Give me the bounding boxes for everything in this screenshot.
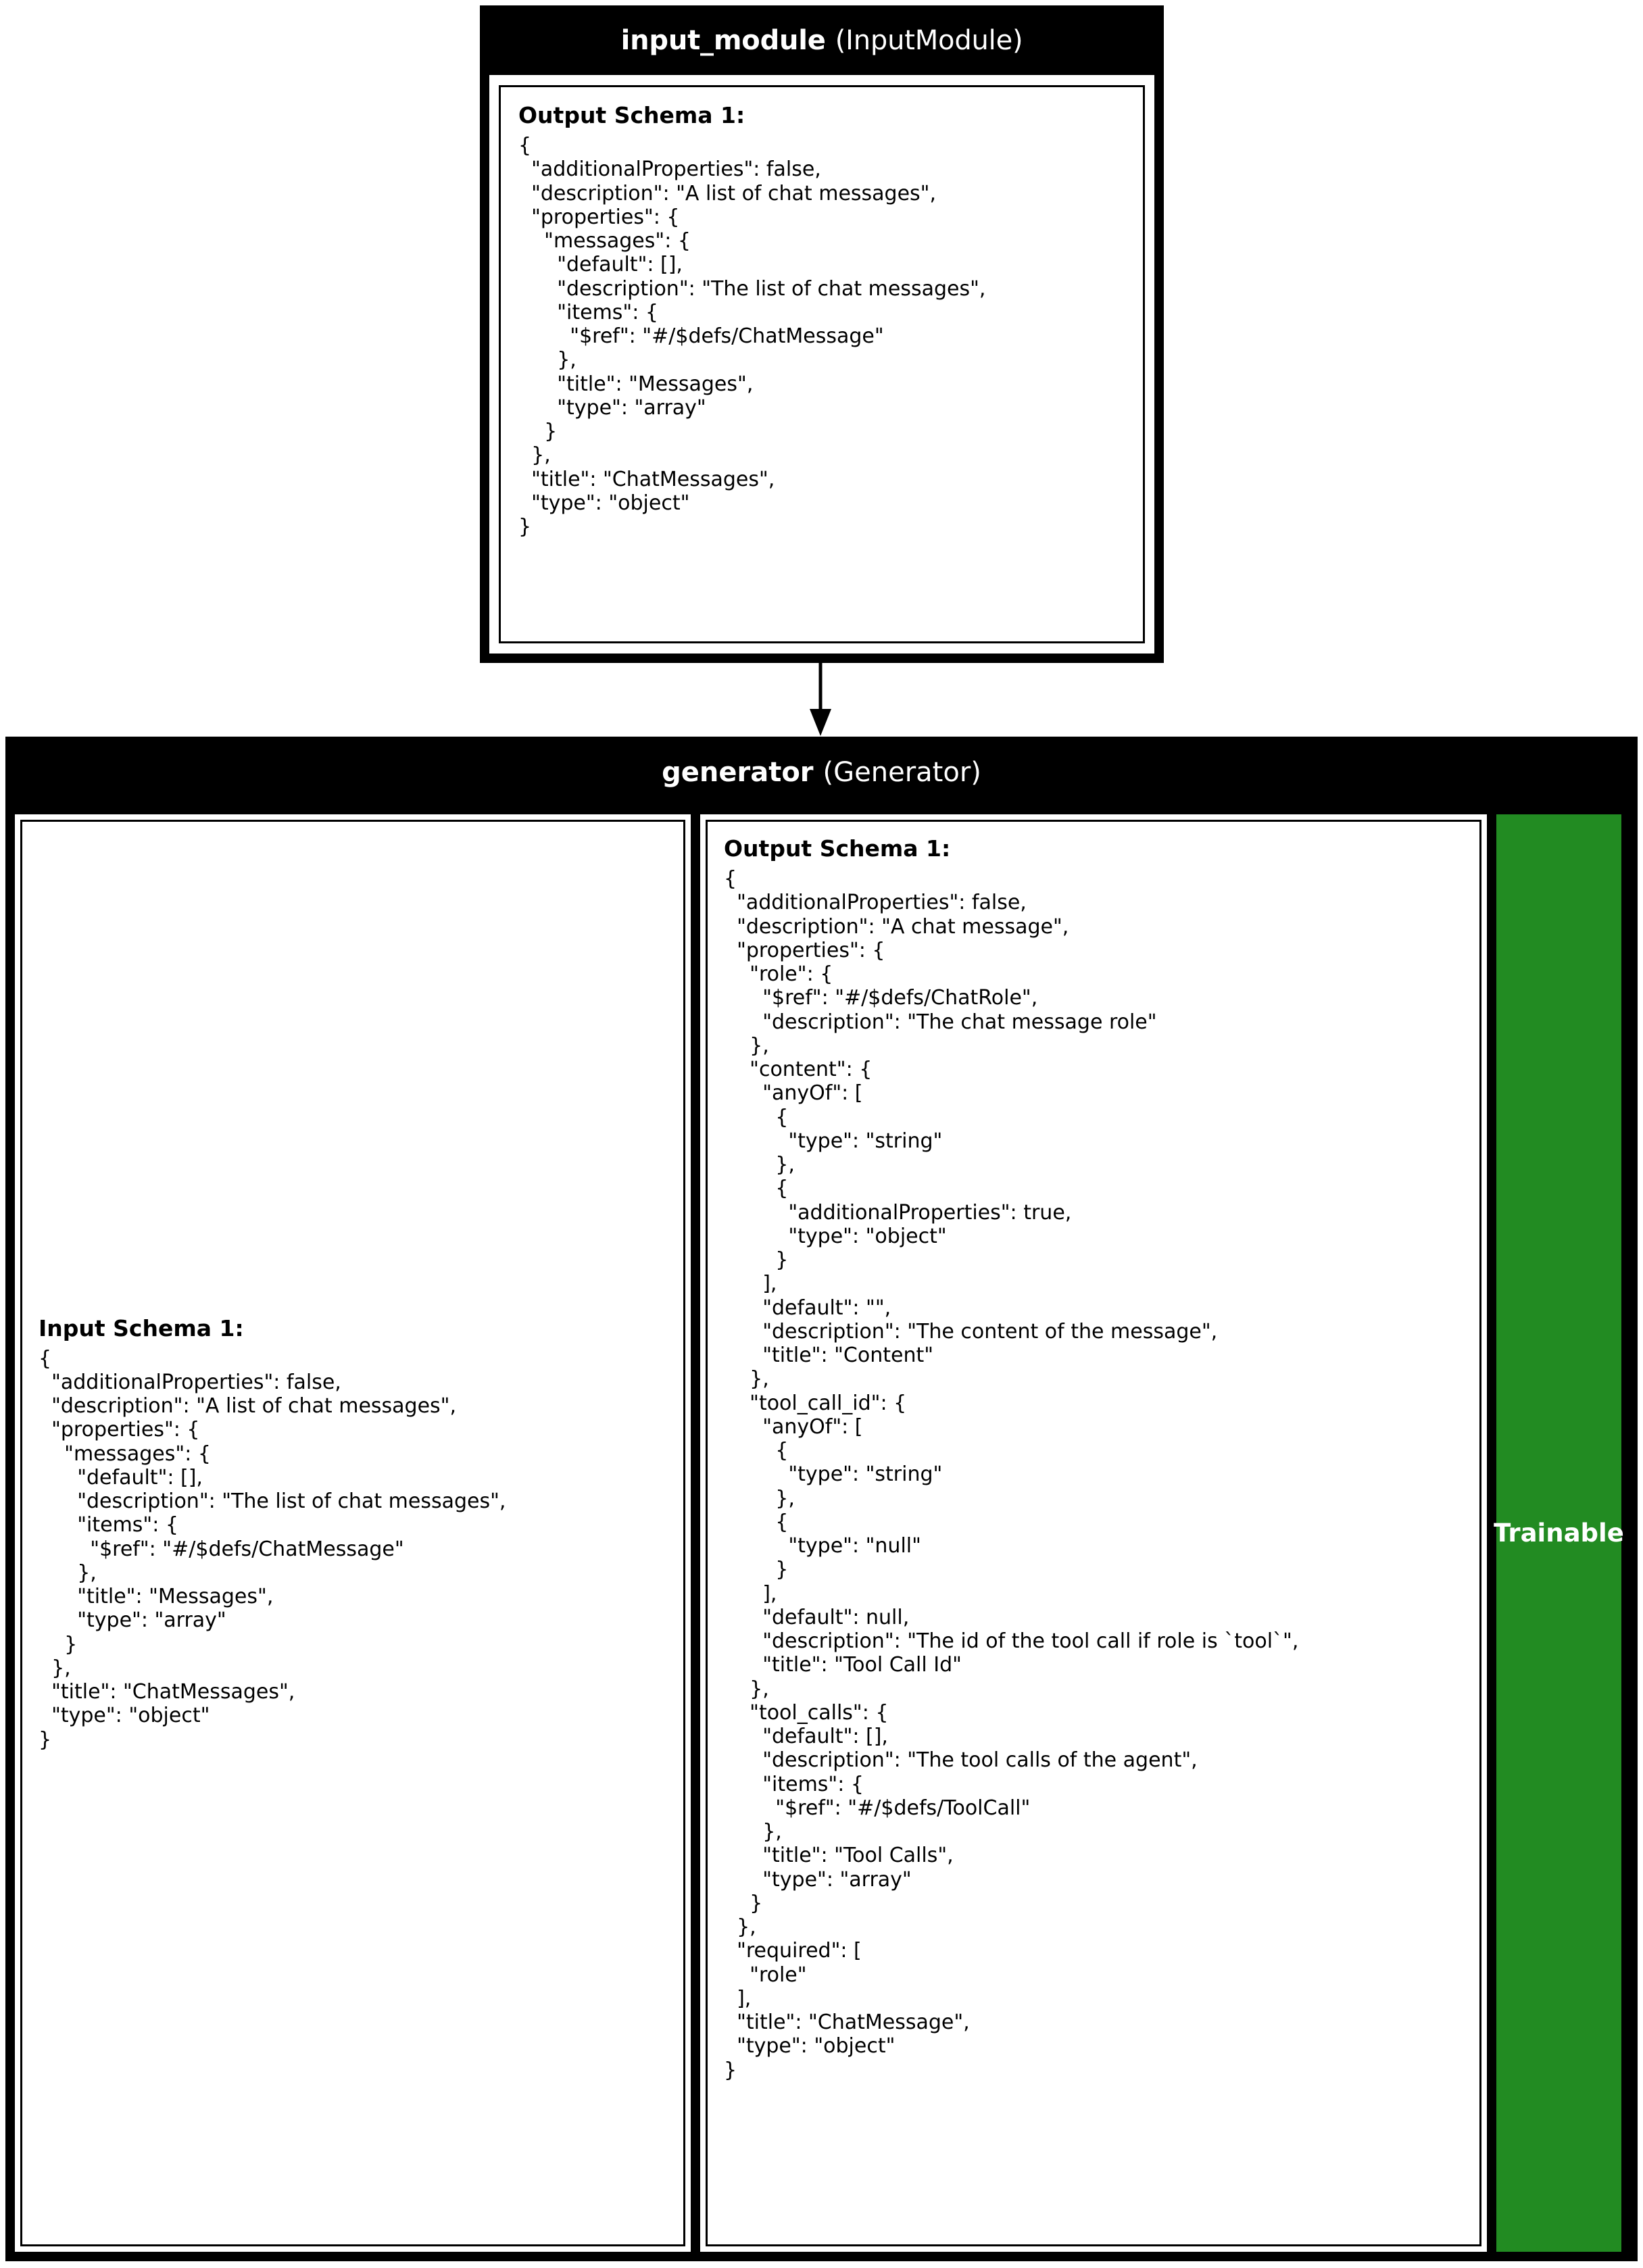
output-schema-code: { "additionalProperties": false, "descri… [724,867,1299,2082]
generator-input-schema-panel: Input Schema 1: { "additionalProperties"… [20,820,685,2246]
node-generator-name: generator [662,756,814,788]
node-input-module[interactable]: input_module (InputModule) Output Schema… [480,5,1164,663]
generator-output-schema-column: Output Schema 1: { "additionalProperties… [700,814,1487,2252]
generator-output-schema-panel: Output Schema 1: { "additionalProperties… [706,820,1481,2246]
node-input-module-type: (InputModule) [835,24,1023,56]
input-schema-code: { "additionalProperties": false, "descri… [39,1346,506,1752]
output-schema-heading: Output Schema 1: [518,102,745,128]
generator-input-schema-content: Input Schema 1: { "additionalProperties"… [39,1314,667,1751]
down-arrow-icon [800,663,841,737]
node-generator-body: Input Schema 1: { "additionalProperties"… [5,808,1638,2261]
output-schema-heading: Output Schema 1: [724,835,951,862]
node-input-module-header: input_module (InputModule) [480,5,1164,75]
node-generator[interactable]: generator (Generator) Input Schema 1: { … [5,737,1638,2261]
generator-input-schema-column: Input Schema 1: { "additionalProperties"… [15,814,691,2252]
input-schema-heading: Input Schema 1: [39,1314,244,1341]
node-input-module-name: input_module [620,24,826,56]
node-generator-header: generator (Generator) [5,737,1638,808]
trainable-badge: Trainable [1494,814,1624,2252]
node-generator-type: (Generator) [823,756,981,788]
node-input-module-body: Output Schema 1: { "additionalProperties… [489,75,1154,654]
output-schema-code: { "additionalProperties": false, "descri… [518,134,986,539]
input-module-output-schema-panel: Output Schema 1: { "additionalProperties… [499,85,1145,643]
